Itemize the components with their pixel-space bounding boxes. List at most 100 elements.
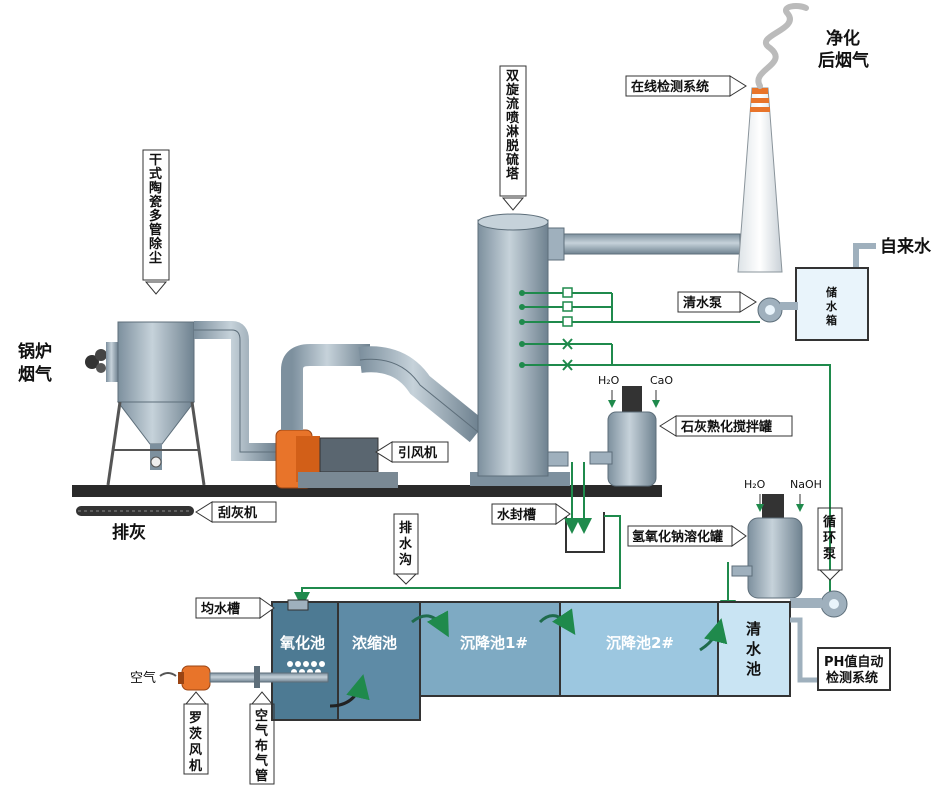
svg-text:沟: 沟 bbox=[399, 552, 412, 568]
svg-text:式: 式 bbox=[149, 166, 162, 182]
duct-tower-to-stack bbox=[547, 233, 741, 255]
equalizing-tank-callout: 均水槽 bbox=[195, 597, 275, 619]
settling-pool-1-label: 沉降池1# bbox=[460, 634, 528, 652]
water-tank-label-3: 箱 bbox=[826, 313, 837, 327]
svg-text:塔: 塔 bbox=[506, 166, 520, 182]
clean-gas-label-2: 后烟气 bbox=[818, 50, 869, 71]
svg-text:循: 循 bbox=[823, 514, 836, 530]
svg-text:陶: 陶 bbox=[149, 180, 162, 196]
svg-text:多: 多 bbox=[149, 208, 162, 224]
svg-text:排: 排 bbox=[399, 520, 412, 536]
naoh-tank-callout: 氢氧化钠溶化罐 bbox=[627, 525, 747, 547]
svg-text:水封槽: 水封槽 bbox=[497, 507, 536, 523]
svg-text:气: 气 bbox=[255, 723, 268, 739]
thickening-pool-label: 浓缩池 bbox=[352, 634, 397, 652]
ph-system-box: PH值自动 检测系统 bbox=[817, 647, 891, 691]
water-tank-label-2: 水 bbox=[826, 299, 838, 313]
water-seal-tank bbox=[564, 462, 605, 553]
circulation-pump-label: 循 环 泵 bbox=[823, 514, 836, 562]
air-pipe-label: 空 气 布 气 管 bbox=[255, 708, 268, 784]
svg-text:尘: 尘 bbox=[149, 250, 162, 266]
naoh-dissolving-tank bbox=[731, 494, 803, 599]
water-seal-callout: 水封槽 bbox=[491, 503, 571, 525]
svg-text:气: 气 bbox=[255, 753, 268, 769]
svg-text:水: 水 bbox=[399, 536, 413, 552]
svg-text:布: 布 bbox=[255, 738, 268, 754]
water-tank-label-1: 储 bbox=[826, 285, 837, 299]
clean-gas-smoke bbox=[755, 3, 809, 89]
svg-text:旋: 旋 bbox=[505, 82, 520, 98]
svg-text:机: 机 bbox=[189, 758, 202, 774]
svg-text:环: 环 bbox=[823, 531, 836, 546]
svg-text:空: 空 bbox=[255, 708, 268, 724]
svg-text:喷: 喷 bbox=[506, 110, 519, 126]
lime-slaking-tank bbox=[589, 386, 657, 487]
svg-text:流: 流 bbox=[506, 96, 519, 112]
svg-text:氢氧化钠溶化罐: 氢氧化钠溶化罐 bbox=[632, 529, 723, 545]
roots-blower-label: 罗 茨 风 机 bbox=[189, 711, 203, 774]
h2o-label-1: H₂O bbox=[598, 374, 620, 387]
svg-text:茨: 茨 bbox=[189, 726, 203, 742]
svg-text:清水泵: 清水泵 bbox=[683, 295, 722, 311]
svg-text:引风机: 引风机 bbox=[398, 445, 437, 461]
ground-base bbox=[72, 485, 662, 497]
svg-text:管: 管 bbox=[149, 222, 162, 238]
svg-text:检测系统: 检测系统 bbox=[826, 670, 878, 686]
roots-blower bbox=[178, 665, 211, 691]
drain-ditch-label: 排 水 沟 bbox=[399, 520, 413, 568]
tower-label: 双 旋 流 喷 淋 脱 硫 塔 bbox=[505, 69, 520, 182]
induced-fan bbox=[275, 344, 398, 489]
dust-collector-label: 干 式 陶 瓷 多 管 除 尘 bbox=[149, 153, 163, 266]
drain-line bbox=[294, 515, 621, 608]
svg-text:石灰熟化搅拌罐: 石灰熟化搅拌罐 bbox=[680, 419, 772, 435]
clear-pump-callout: 清水泵 bbox=[677, 291, 757, 313]
smoke-puff-icon bbox=[85, 349, 107, 373]
svg-text:瓷: 瓷 bbox=[149, 194, 162, 210]
svg-text:管: 管 bbox=[255, 768, 268, 784]
svg-text:刮灰机: 刮灰机 bbox=[218, 505, 257, 521]
clear-pool-label-3: 池 bbox=[746, 660, 761, 678]
lime-tank-callout: 石灰熟化搅拌罐 bbox=[659, 415, 793, 437]
svg-text:硫: 硫 bbox=[506, 152, 519, 168]
svg-text:双: 双 bbox=[506, 69, 519, 84]
tower-arrow bbox=[501, 197, 525, 211]
settling-pool-2-label: 沉降池2# bbox=[606, 634, 674, 652]
clean-gas-label-1: 净化 bbox=[826, 28, 860, 49]
h2o-label-2: H₂O bbox=[744, 478, 766, 491]
svg-text:罗: 罗 bbox=[189, 711, 202, 726]
dust-collector-arrow bbox=[144, 281, 168, 295]
cao-label: CaO bbox=[650, 374, 673, 387]
ash-scraper-callout: 刮灰机 bbox=[195, 501, 277, 523]
svg-text:脱: 脱 bbox=[506, 138, 519, 154]
dust-collector bbox=[106, 321, 206, 486]
naoh-label: NaOH bbox=[790, 478, 822, 491]
desulfurization-tower bbox=[470, 213, 570, 486]
online-monitor-callout: 在线检测系统 bbox=[625, 75, 747, 97]
svg-text:除: 除 bbox=[149, 236, 163, 252]
boiler-flue-gas-label-2: 烟气 bbox=[18, 364, 52, 385]
svg-text:均水槽: 均水槽 bbox=[201, 601, 240, 617]
aeration-bubbles bbox=[287, 661, 325, 675]
boiler-flue-gas-label-1: 锅炉 bbox=[18, 341, 52, 362]
chimney-stack bbox=[737, 87, 783, 273]
air-label: 空气 bbox=[130, 670, 156, 686]
water-tank bbox=[795, 267, 869, 341]
svg-text:泵: 泵 bbox=[823, 547, 836, 562]
flow-arrows bbox=[329, 608, 728, 708]
oxidation-pool-label: 氧化池 bbox=[279, 634, 325, 652]
air-distribution-pipe bbox=[209, 672, 329, 683]
ash-discharge-label: 排灰 bbox=[112, 522, 146, 543]
circulation-pump bbox=[790, 590, 848, 618]
clear-pool-label-2: 水 bbox=[746, 640, 762, 658]
svg-text:干: 干 bbox=[149, 153, 162, 168]
induced-fan-callout: 引风机 bbox=[375, 441, 449, 463]
clear-water-pump bbox=[757, 297, 798, 323]
duct-collector-to-fan bbox=[194, 321, 276, 461]
svg-text:风: 风 bbox=[189, 743, 202, 758]
svg-text:PH值自动: PH值自动 bbox=[824, 654, 883, 670]
clear-pool-label-1: 清 bbox=[746, 620, 761, 638]
tap-water-label: 自来水 bbox=[880, 236, 932, 257]
svg-text:在线检测系统: 在线检测系统 bbox=[631, 79, 709, 95]
duct-fan-to-tower bbox=[358, 346, 487, 443]
